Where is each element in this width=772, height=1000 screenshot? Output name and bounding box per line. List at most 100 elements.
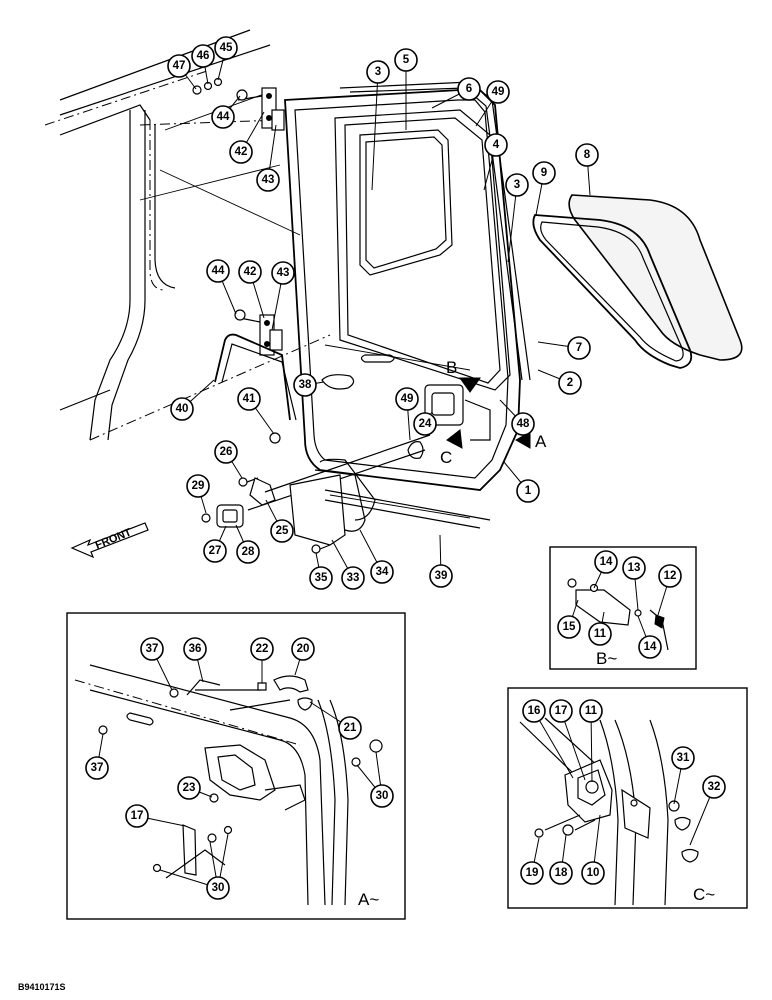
callout-circle <box>338 716 362 740</box>
callout-circle <box>558 371 582 395</box>
callout-circle <box>85 756 109 780</box>
callout-21: 21 <box>338 716 362 740</box>
callout-number: 43 <box>262 174 275 186</box>
callout-number: 47 <box>173 60 186 72</box>
callout-circle <box>167 54 191 78</box>
callout-circle <box>177 776 201 800</box>
callout-44: 44 <box>206 259 230 283</box>
callout-number: 7 <box>576 342 582 354</box>
detail-c-label: C~ <box>693 885 715 904</box>
callout-number: 27 <box>209 545 222 557</box>
callout-34: 34 <box>370 560 394 584</box>
leader-line <box>590 710 593 783</box>
callout-circle <box>293 373 317 397</box>
callout-47: 47 <box>167 54 191 78</box>
callout-circle <box>170 397 194 421</box>
callout-circle <box>309 566 333 590</box>
callout-circle <box>581 861 605 885</box>
callout-42: 42 <box>229 140 253 164</box>
callout-43: 43 <box>256 168 280 192</box>
callout-circle <box>395 387 419 411</box>
callout-circle <box>413 412 437 436</box>
callout-number: 49 <box>492 86 505 98</box>
callout-35: 35 <box>309 566 333 590</box>
callout-40: 40 <box>170 397 194 421</box>
callout-circle <box>702 775 726 799</box>
callout-number: 45 <box>220 42 233 54</box>
front-arrow: FRONT <box>70 522 149 559</box>
callout-circle <box>206 259 230 283</box>
callout-16: 16 <box>522 699 546 723</box>
front-label: FRONT <box>94 526 134 551</box>
lower-latch-parts <box>201 434 491 554</box>
callout-number: 34 <box>376 566 389 578</box>
callout-11: 11 <box>588 622 612 646</box>
leader-line <box>507 184 518 263</box>
callout-number: 15 <box>563 621 576 633</box>
callout-circle <box>341 566 365 590</box>
callout-number: 37 <box>146 643 159 655</box>
callout-circle <box>557 615 581 639</box>
callout-circle <box>125 804 149 828</box>
callout-38: 38 <box>293 373 317 397</box>
callout-number: 42 <box>244 266 257 278</box>
callout-4: 4 <box>484 133 508 157</box>
detail-a-panel: A~ <box>66 612 406 920</box>
callout-45: 45 <box>214 36 238 60</box>
callout-number: 31 <box>677 752 690 764</box>
callout-9: 9 <box>532 161 556 185</box>
callout-circle <box>191 44 215 68</box>
callout-37: 37 <box>85 756 109 780</box>
callout-number: 25 <box>276 525 289 537</box>
callout-circle <box>505 173 529 197</box>
callout-circle <box>236 540 260 564</box>
callout-number: 23 <box>183 782 196 794</box>
callout-number: 16 <box>528 705 541 717</box>
callout-11: 11 <box>579 699 603 723</box>
callout-37: 37 <box>140 637 164 661</box>
callout-number: 13 <box>628 562 641 574</box>
callout-circle <box>270 519 294 543</box>
leader-line <box>371 71 379 191</box>
callout-number: 37 <box>91 762 104 774</box>
callout-number: 39 <box>435 570 448 582</box>
callout-circle <box>214 36 238 60</box>
callout-number: 32 <box>708 781 721 793</box>
callout-12: 12 <box>658 564 682 588</box>
callout-31: 31 <box>671 746 695 770</box>
callout-circle <box>203 539 227 563</box>
callout-number: 46 <box>197 50 210 62</box>
callout-circle <box>206 876 230 900</box>
callout-number: 29 <box>192 480 205 492</box>
callout-number: 3 <box>375 66 381 78</box>
callout-13: 13 <box>622 556 646 580</box>
callout-30: 30 <box>370 784 394 808</box>
callout-circle <box>671 746 695 770</box>
callout-48: 48 <box>511 412 535 436</box>
callout-19: 19 <box>520 861 544 885</box>
callout-25: 25 <box>270 519 294 543</box>
callout-number: 20 <box>297 643 310 655</box>
callout-circle <box>211 105 235 129</box>
callout-circle <box>516 479 540 503</box>
callout-circle <box>256 168 280 192</box>
callout-3: 3 <box>366 60 390 84</box>
callout-22: 22 <box>250 637 274 661</box>
callout-28: 28 <box>236 540 260 564</box>
leader-line <box>560 710 586 781</box>
callout-18: 18 <box>549 861 573 885</box>
detail-b-label: B~ <box>596 649 617 668</box>
callout-circle <box>238 260 262 284</box>
callout-23: 23 <box>177 776 201 800</box>
callout-circle <box>291 637 315 661</box>
callout-number: 28 <box>242 546 255 558</box>
callout-number: 22 <box>256 643 269 655</box>
drawing-code: B9410171S <box>18 982 66 992</box>
callout-circle <box>237 387 261 411</box>
callout-number: 14 <box>644 641 657 653</box>
callout-49: 49 <box>395 387 419 411</box>
callout-circle <box>140 637 164 661</box>
callout-number: 30 <box>212 882 225 894</box>
